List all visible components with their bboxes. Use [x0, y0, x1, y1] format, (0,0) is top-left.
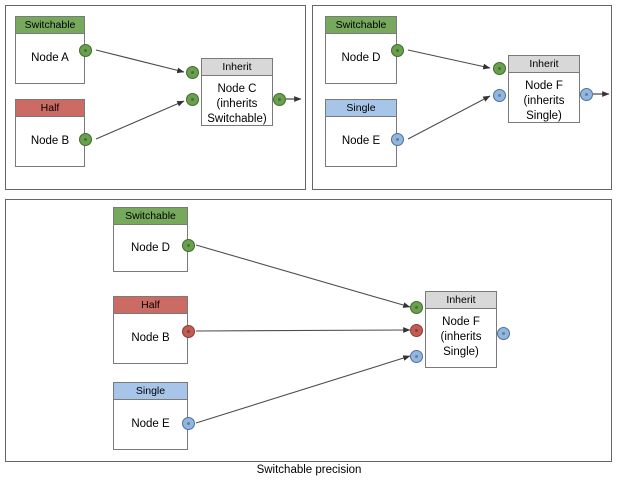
node-c-header: Inherit [202, 59, 272, 76]
node-f[interactable]: Inherit Node F (inherits Single) [508, 55, 580, 123]
node-f-output-port[interactable] [580, 88, 593, 101]
node-a-output-port[interactable] [79, 44, 92, 57]
node-c[interactable]: Inherit Node C (inherits Switchable) [201, 58, 273, 126]
node-e-body: Node E [341, 135, 381, 147]
node-b-header: Half [16, 100, 84, 117]
node-b[interactable]: Half Node B [15, 99, 85, 167]
node-b2-header: Half [114, 297, 187, 314]
node-e2[interactable]: Single Node E [113, 382, 188, 450]
node-b2-body: Node B [131, 332, 170, 344]
node-a[interactable]: Switchable Node A [15, 16, 85, 84]
node-d2-output-port[interactable] [182, 239, 195, 252]
node-b-output-port[interactable] [79, 133, 92, 146]
node-c-body: Node C (inherits Switchable) [207, 83, 267, 125]
panel-bottom [5, 199, 612, 462]
node-f2-input-port-3[interactable] [410, 350, 423, 363]
node-f2-header: Inherit [426, 292, 496, 309]
node-e2-body: Node E [131, 418, 170, 430]
node-e[interactable]: Single Node E [325, 99, 397, 167]
node-e-header: Single [326, 100, 396, 117]
node-a-header: Switchable [16, 17, 84, 34]
node-d-header: Switchable [326, 17, 396, 34]
node-f-input-port-1[interactable] [493, 62, 506, 75]
node-d[interactable]: Switchable Node D [325, 16, 397, 84]
node-c-output-port[interactable] [273, 93, 286, 106]
node-b-body: Node B [30, 135, 70, 147]
node-d-output-port[interactable] [391, 44, 404, 57]
node-d2-header: Switchable [114, 208, 187, 225]
node-c-input-port-2[interactable] [186, 93, 199, 106]
node-f-header: Inherit [509, 56, 579, 73]
node-f2[interactable]: Inherit Node F (inherits Single) [425, 291, 497, 368]
node-f2-input-port-2[interactable] [410, 324, 423, 337]
node-d2-body: Node D [131, 241, 170, 254]
node-b2[interactable]: Half Node B [113, 296, 188, 364]
node-e-output-port[interactable] [391, 133, 404, 146]
node-e2-header: Single [114, 383, 187, 400]
node-f2-body: Node F (inherits Single) [440, 316, 482, 358]
node-b2-output-port[interactable] [182, 325, 195, 338]
node-f2-output-port[interactable] [497, 327, 510, 340]
node-d2[interactable]: Switchable Node D [113, 207, 188, 272]
node-f2-input-port-1[interactable] [410, 301, 423, 314]
node-f-body: Node F (inherits Single) [523, 80, 565, 122]
node-e2-output-port[interactable] [182, 417, 195, 430]
diagram-caption: Switchable precision [256, 464, 362, 476]
node-c-input-port-1[interactable] [186, 66, 199, 79]
node-a-body: Node A [31, 52, 69, 64]
node-f-input-port-2[interactable] [493, 89, 506, 102]
node-d-body: Node D [341, 52, 381, 64]
